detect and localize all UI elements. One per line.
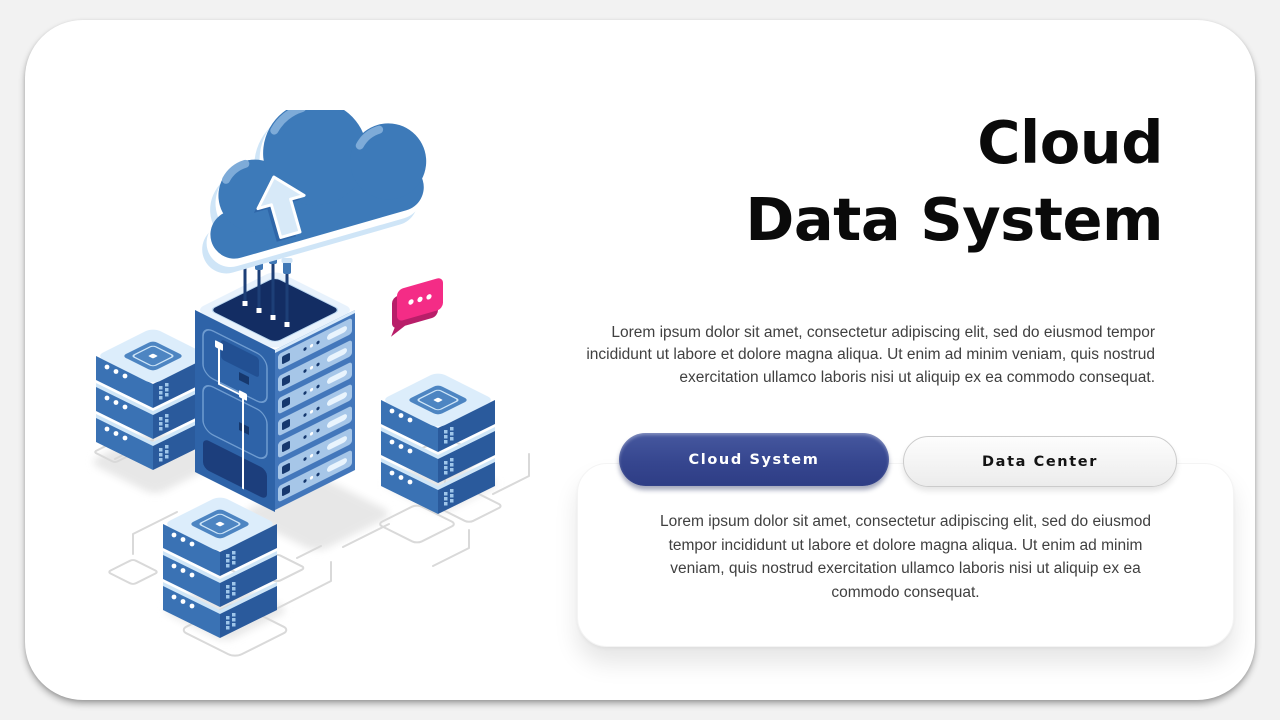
page-title: Cloud Data System	[745, 104, 1163, 258]
detail-card-text: Lorem ipsum dolor sit amet, consectetur …	[659, 513, 1152, 601]
intro-paragraph: Lorem ipsum dolor sit amet, consectetur …	[586, 323, 1155, 386]
chat-bubble-icon	[391, 278, 443, 337]
cloud-upload-icon	[202, 110, 427, 274]
detail-card: Lorem ipsum dolor sit amet, consectetur …	[577, 463, 1234, 647]
server-tower	[195, 272, 355, 512]
tab-data-center[interactable]: Data Center	[903, 436, 1177, 487]
slide-card: Cloud Data System Lorem ipsum dolor sit …	[25, 20, 1255, 700]
title-line-1: Cloud	[977, 108, 1163, 177]
server-stack-front	[162, 494, 278, 638]
cloud-data-illustration	[85, 110, 555, 670]
tab-cloud-system[interactable]: Cloud System	[619, 433, 889, 486]
title-line-2: Data System	[745, 185, 1163, 254]
server-stack-left	[95, 326, 211, 470]
server-stack-right	[380, 370, 496, 514]
